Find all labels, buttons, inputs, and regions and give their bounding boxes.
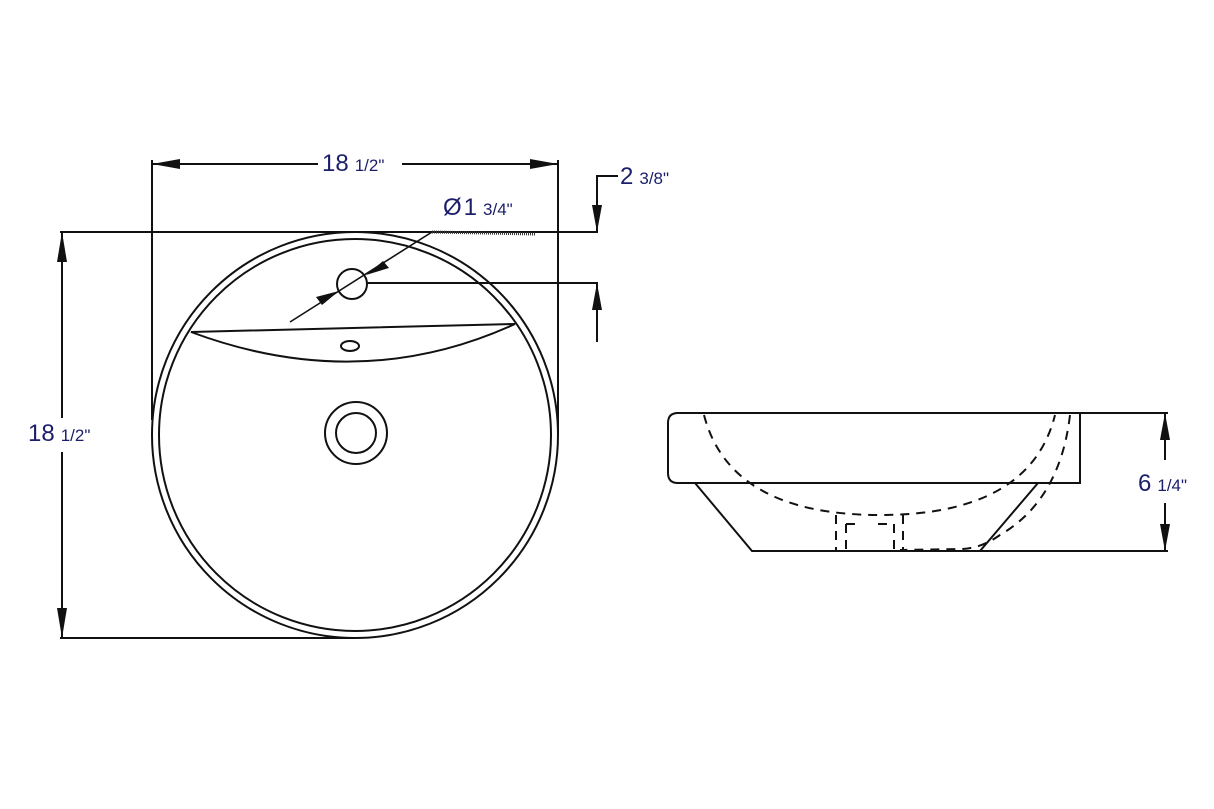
hidden-bowl-outer <box>899 414 1071 551</box>
arrow-offset-down-icon <box>592 205 602 232</box>
hidden-drain <box>835 515 904 551</box>
top-view <box>57 159 618 639</box>
depth-whole: 18 <box>28 420 55 447</box>
depth-dimension-label: 18 1/2" <box>28 420 91 447</box>
rim-profile <box>667 412 1081 484</box>
faucet-hole-fraction: 3/4" <box>483 200 513 219</box>
drain-inner <box>335 412 377 454</box>
depth-fraction: 1/2" <box>60 426 91 445</box>
height-fraction: 1/4" <box>1157 476 1188 495</box>
width-whole: 18 <box>322 150 349 177</box>
width-dimension-label: 18 1/2" <box>322 150 385 177</box>
faucet-offset-label: 2 3/8" <box>620 163 670 190</box>
offset-dimension-leader <box>596 175 618 232</box>
arrow-up-icon <box>57 232 67 262</box>
faucet-diameter-leader <box>289 231 433 323</box>
faucet-deck <box>190 323 516 363</box>
faucet-hole-whole: 1 <box>463 194 478 221</box>
arrow-left-icon <box>152 159 180 169</box>
faucet-hole <box>336 268 368 300</box>
bowl-outer-rim <box>151 231 559 639</box>
bowl-inner-rim <box>158 238 552 632</box>
arrow-right-icon <box>530 159 558 169</box>
offset-fraction: 3/8" <box>639 169 670 188</box>
arrow-diameter-out-icon <box>366 261 389 275</box>
arrow-diameter-in-icon <box>316 291 339 305</box>
height-whole: 6 <box>1138 470 1152 497</box>
body-profile <box>694 482 1039 552</box>
drain-outer <box>324 401 388 465</box>
arrow-height-up-icon <box>1160 413 1170 440</box>
diameter-symbol: Ø <box>443 194 462 221</box>
side-view <box>667 412 1170 552</box>
faucet-hole-diameter-label: Ø1 3/4" <box>443 196 513 220</box>
arrow-height-down-icon <box>1160 524 1170 551</box>
width-fraction: 1/2" <box>354 156 385 175</box>
offset-whole: 2 <box>620 163 634 190</box>
arrow-offset-up-icon <box>592 283 602 310</box>
height-dimension-label: 6 1/4" <box>1138 470 1188 497</box>
arrow-down-icon <box>57 608 67 638</box>
hidden-bowl-inner <box>703 414 1056 517</box>
overflow-hole <box>340 340 360 352</box>
